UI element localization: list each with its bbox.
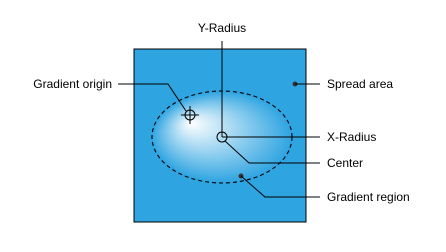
circle-marker-icon xyxy=(216,131,228,143)
gradient-region-callout-line xyxy=(240,175,320,198)
center-label: Center xyxy=(327,156,363,170)
gradient-origin-label: Gradient origin xyxy=(33,77,112,91)
crosshair-icon xyxy=(181,106,199,124)
spread-area-label: Spread area xyxy=(327,77,393,91)
gradient-origin-callout-line xyxy=(118,83,187,112)
y-radius-label: Y-Radius xyxy=(198,21,246,35)
x-radius-label: X-Radius xyxy=(327,130,376,144)
center-callout-line xyxy=(224,140,320,164)
gradient-region-label: Gradient region xyxy=(327,190,410,204)
